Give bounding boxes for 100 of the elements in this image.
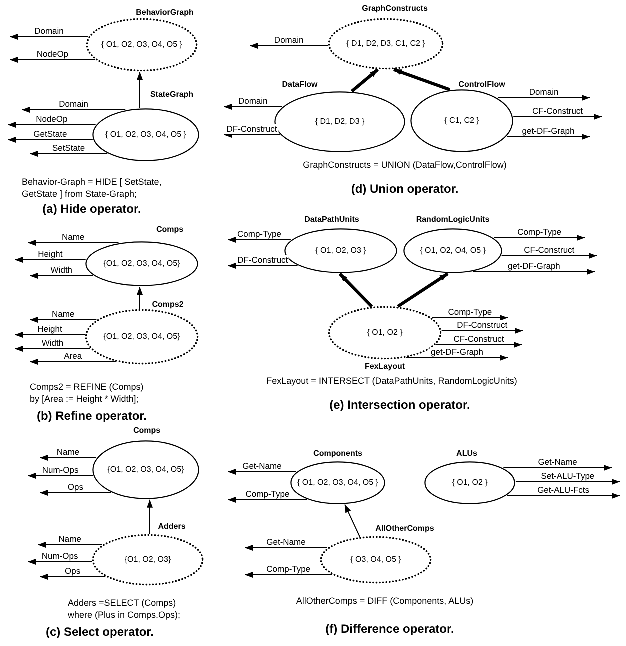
class-name: AllOtherComps bbox=[376, 524, 434, 534]
method-label: GetState bbox=[32, 129, 68, 139]
arrow bbox=[14, 346, 91, 352]
method-label: Width bbox=[50, 265, 74, 275]
arrow bbox=[350, 68, 380, 93]
arrow bbox=[137, 286, 143, 310]
operator-formula: Behavior-Graph = HIDE [ SetState, GetState ] from State-Graph; bbox=[22, 176, 163, 200]
class-name: DataPathUnits bbox=[304, 215, 360, 225]
method-label: DF-Construct bbox=[456, 320, 509, 330]
method-label: NodeOp bbox=[36, 49, 70, 59]
object-set: { O3, O4, O5 } bbox=[350, 555, 402, 565]
arrow bbox=[494, 235, 586, 241]
arrow bbox=[30, 151, 108, 157]
arrow bbox=[28, 559, 93, 565]
arrow bbox=[441, 328, 524, 334]
arrow bbox=[501, 253, 598, 259]
method-label: Ops bbox=[64, 566, 82, 576]
method-label: Domain bbox=[273, 35, 305, 45]
arrow bbox=[338, 272, 374, 308]
arrow bbox=[8, 122, 96, 128]
class-name: BehaviorGraph bbox=[136, 8, 194, 18]
method-label: Height bbox=[36, 324, 64, 334]
arrow bbox=[40, 574, 106, 580]
method-label: Get-ALU-Fcts bbox=[536, 485, 591, 495]
figure-caption: (b) Refine operator. bbox=[36, 409, 148, 424]
arrow bbox=[224, 104, 283, 110]
class-name: ControlFlow bbox=[458, 80, 506, 90]
arrow bbox=[40, 490, 112, 496]
method-label: get-DF-Graph bbox=[506, 261, 562, 271]
arrow bbox=[393, 68, 451, 92]
method-label: Domain bbox=[528, 87, 560, 97]
object-set: { O1, O2, O3, O4, O5 } bbox=[104, 130, 188, 140]
class-name: GraphConstructs bbox=[362, 4, 428, 14]
arrow bbox=[250, 43, 329, 49]
arrow bbox=[228, 497, 308, 503]
figure-caption: (f) Difference operator. bbox=[324, 622, 456, 637]
arrow bbox=[30, 359, 117, 365]
figure-caption: (e) Intersection operator. bbox=[328, 398, 472, 413]
arrow bbox=[137, 71, 143, 109]
arrow bbox=[506, 134, 590, 140]
method-label: get-DF-Graph bbox=[430, 347, 484, 357]
arrow bbox=[228, 469, 297, 475]
arrow bbox=[513, 114, 602, 120]
method-label: Domain bbox=[58, 99, 90, 109]
method-label: Num-Ops bbox=[41, 465, 80, 475]
object-set: {O1, O2, O3, O4, O5} bbox=[106, 465, 186, 475]
arrow bbox=[147, 499, 153, 535]
arrow bbox=[28, 473, 94, 479]
arrow bbox=[228, 263, 298, 269]
object-set: {O1, O2, O3} bbox=[124, 555, 172, 565]
method-label: Name bbox=[58, 534, 82, 544]
method-label: NodeOp bbox=[35, 114, 69, 124]
method-label: Comp-Type bbox=[266, 564, 312, 574]
figure-caption: (c) Select operator. bbox=[44, 625, 156, 640]
method-label: SetState bbox=[52, 143, 86, 153]
arrow bbox=[503, 465, 612, 471]
object-set: { O1, O2, O3, O4, O5 } bbox=[100, 40, 184, 50]
arrow bbox=[30, 317, 98, 323]
method-label: Area bbox=[63, 351, 84, 361]
arrow bbox=[515, 479, 620, 485]
method-label: Name bbox=[56, 447, 81, 457]
class-name: Components bbox=[314, 449, 362, 459]
figure-caption: (a) Hide operator. bbox=[42, 202, 142, 217]
method-label: Domain bbox=[34, 26, 65, 36]
arrow bbox=[244, 572, 333, 578]
class-name: DataFlow bbox=[282, 80, 318, 90]
method-label: DF-Construct bbox=[226, 124, 278, 134]
class-name: Adders bbox=[158, 522, 186, 532]
method-label: CF-Construct bbox=[452, 334, 506, 344]
arrow bbox=[40, 455, 97, 461]
operator-formula: FexLayout = INTERSECT (DataPathUnits, RandomLogicUnits) bbox=[266, 375, 518, 387]
method-label: get-DF-Graph bbox=[521, 126, 576, 136]
arrow bbox=[14, 332, 86, 338]
arrow bbox=[30, 273, 94, 279]
object-set: { O1, O2, O3 } bbox=[314, 246, 368, 256]
object-set: {O1, O2, O3, O4, O5} bbox=[102, 332, 182, 342]
object-set: { O1, O2 } bbox=[451, 478, 489, 488]
method-label: Comp-Type bbox=[447, 307, 494, 317]
arrow bbox=[22, 107, 126, 113]
object-set: { O1, O2 } bbox=[366, 328, 404, 338]
class-name: Comps2 bbox=[152, 300, 184, 310]
figure-caption: (d) Union operator. bbox=[350, 182, 460, 197]
arrow bbox=[228, 237, 292, 243]
arrow bbox=[224, 132, 281, 138]
arrow bbox=[436, 342, 522, 348]
method-label: Height bbox=[37, 249, 64, 259]
arrow bbox=[28, 240, 120, 246]
method-label: Domain bbox=[237, 96, 269, 106]
class-name: RandomLogicUnits bbox=[416, 215, 490, 225]
arrow bbox=[432, 315, 508, 321]
object-set: { O1, O2, O4, O5 } bbox=[419, 246, 487, 256]
arrow bbox=[244, 545, 328, 551]
method-label: Get-Name bbox=[266, 537, 307, 547]
method-label: Num-Ops bbox=[40, 551, 80, 561]
operator-formula: Comps2 = REFINE (Comps) by [Area := Height * Width]; bbox=[30, 381, 145, 405]
method-label: Ops bbox=[66, 482, 84, 492]
arrow bbox=[344, 504, 360, 538]
arrow bbox=[38, 542, 103, 548]
method-label: CF-Construct bbox=[532, 106, 584, 116]
class-name: Comps bbox=[133, 426, 161, 436]
